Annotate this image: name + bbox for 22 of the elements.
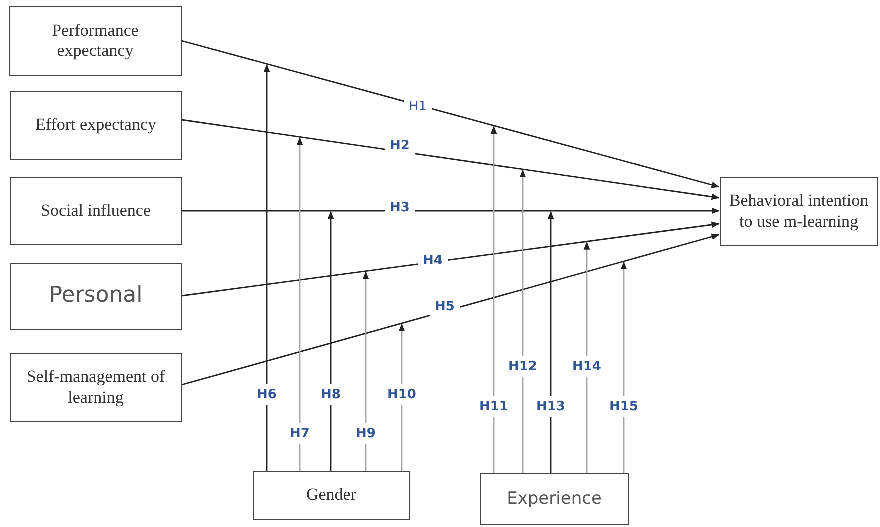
arrow (328, 211, 334, 471)
construct-box: Personal (10, 263, 182, 330)
arrow (520, 170, 526, 473)
construct-box: Experience (480, 473, 629, 525)
arrow (296, 137, 304, 471)
arrow (584, 242, 590, 473)
construct-box: Gender (253, 471, 410, 520)
construct-box: Effort expectancy (10, 91, 182, 160)
arrow (182, 119, 720, 200)
construct-box: Behavioral intention to use m-learning (720, 177, 878, 246)
arrow (182, 40, 720, 188)
arrow (182, 222, 720, 297)
arrow (264, 64, 270, 471)
construct-box: Self-management of learning (10, 353, 182, 422)
construct-box: Social influence (10, 177, 182, 245)
arrow (548, 211, 554, 473)
construct-box: Performance expectancy (9, 6, 182, 76)
arrow (182, 234, 720, 386)
arrow (362, 272, 370, 471)
arrow (490, 126, 498, 473)
arrow (620, 262, 628, 473)
arrow (182, 208, 720, 214)
